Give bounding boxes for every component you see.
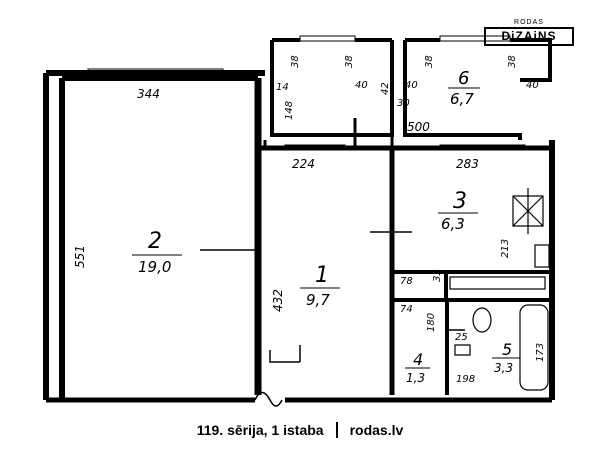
room-2-area: 19,0 [138,258,171,276]
walls [43,38,555,403]
caption-separator [335,422,338,438]
window-room-1 [284,144,346,151]
dim-344: 344 [137,87,160,101]
dim-283: 283 [456,157,479,171]
dim-30: 30 [397,98,410,109]
brand-logo: RODAS DiZAiNS [484,19,574,46]
plan-caption: 119. sērija, 1 istaba rodas.lv [0,422,600,438]
dim-40-a: 40 [355,80,368,91]
door-mark [269,345,301,363]
window-room-2 [87,68,224,76]
dim-38-c: 38 [424,55,435,68]
dim-38-d: 38 [507,55,518,68]
window-room-6 [439,35,511,42]
room-1-area: 9,7 [306,291,330,309]
caption-series: 119. sērija, 1 istaba [196,422,324,438]
washbasin [454,344,471,356]
room-4-number: 4 [413,350,423,369]
room-4-area: 1,3 [406,371,425,385]
dim-42: 42 [380,82,391,95]
logo-line-2: DiZAiNS [484,27,574,46]
counter [449,276,546,290]
room-2-walls [43,70,265,400]
windows [87,35,526,151]
room-3-area: 6,3 [441,215,465,233]
sink [534,244,550,268]
stove-x [512,188,544,234]
dim-224: 224 [292,157,315,171]
room-6-number: 6 [458,68,469,89]
dim-213: 213 [500,239,511,258]
dim-40-c: 40 [526,80,539,91]
room-labels: 2 19,0 1 9,7 3 6,3 4 1,3 5 3,3 6 6,7 [132,68,520,385]
room-6-walls [270,38,552,140]
room-1-number: 1 [315,263,329,288]
dim-78: 78 [400,276,413,287]
room-5-area: 3,3 [494,361,513,375]
toilet [472,307,492,333]
window-room-3 [439,144,526,151]
doors [200,231,465,407]
room-5-number: 5 [502,340,512,359]
dim-500: 500 [407,120,430,134]
dim-25: 25 [455,332,468,343]
dim-148: 148 [284,101,295,120]
dim-551: 551 [73,245,87,268]
dim-38-a: 38 [290,55,301,68]
room-6-area: 6,7 [450,90,474,108]
bath-walls [392,270,552,395]
room-3-number: 3 [453,189,467,214]
dim-173: 173 [535,343,546,362]
room-2-number: 2 [148,229,162,254]
dim-180: 180 [426,313,437,332]
bathtub [519,304,549,391]
dim-14: 14 [276,82,289,93]
dim-38-b: 38 [344,55,355,68]
dim-198: 198 [456,374,475,385]
door-entry [254,391,283,407]
caption-site: rodas.lv [349,422,404,438]
dim-432: 432 [271,289,285,312]
dim-74: 74 [400,304,413,315]
stub-walls [263,118,394,148]
logo-line-1: RODAS [514,19,544,26]
dimension-labels: 344 551 432 224 283 500 148 14 38 38 40 … [73,55,546,385]
window-balcony [299,35,356,42]
dim-33: 33 [432,269,443,282]
dim-40-b: 40 [405,80,418,91]
fixtures [449,188,550,391]
